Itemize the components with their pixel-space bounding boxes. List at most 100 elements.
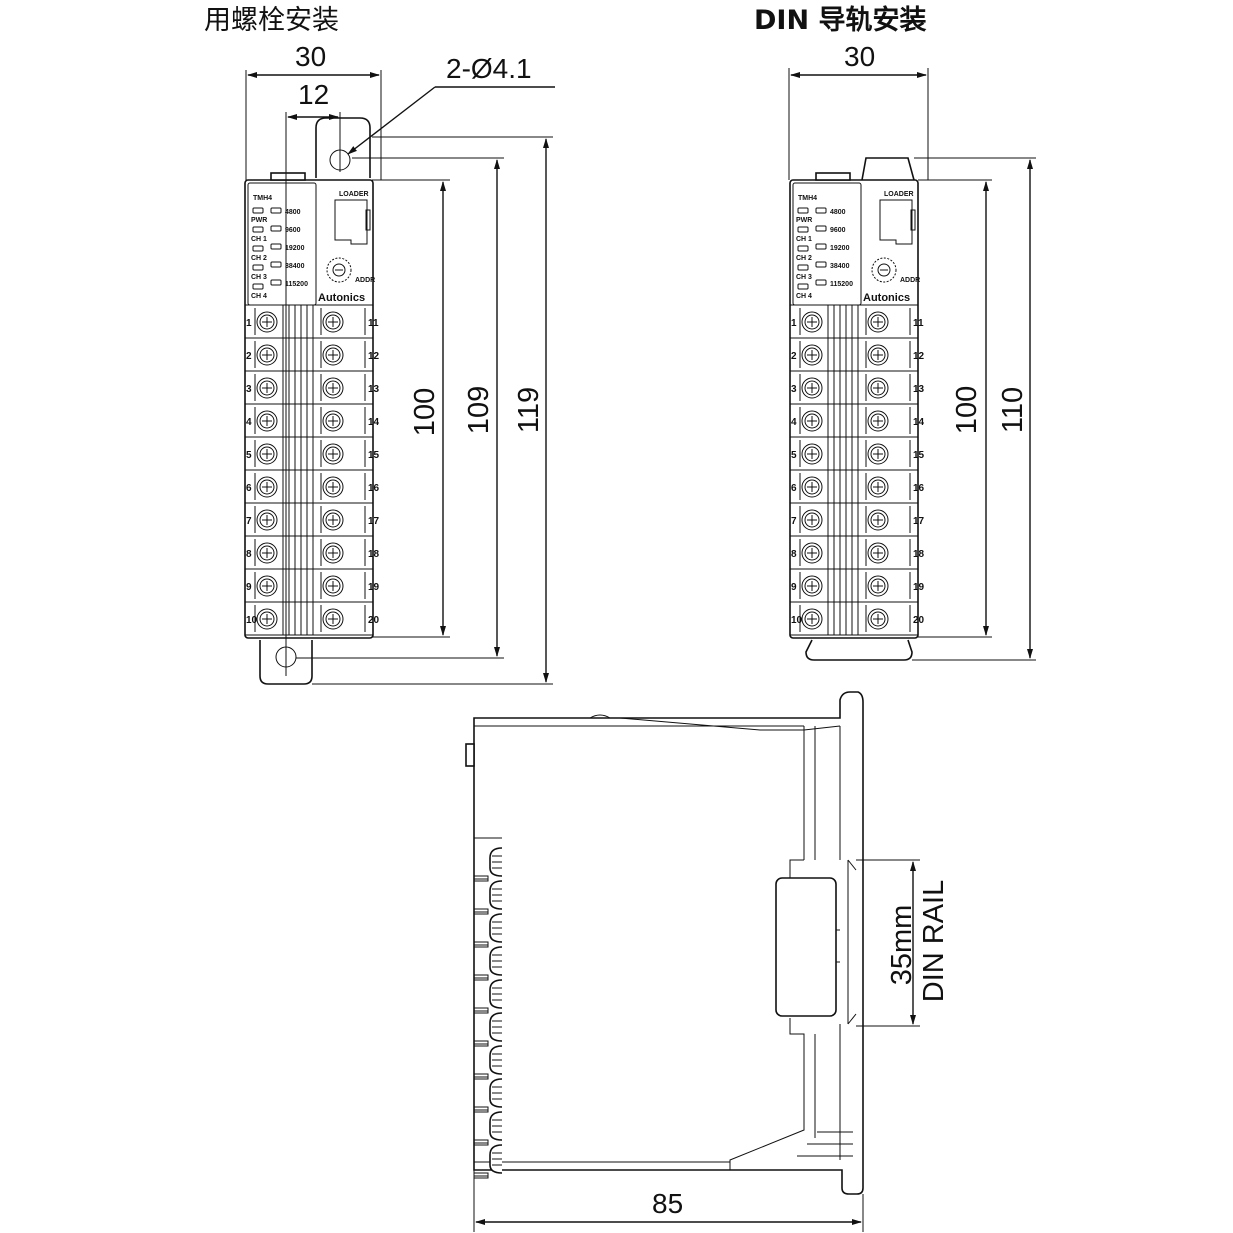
din-led xyxy=(797,283,809,290)
din-baud-label: 115200 xyxy=(830,281,853,288)
bolt-terminal-screw[interactable] xyxy=(322,410,344,432)
bolt-led xyxy=(252,283,264,290)
bolt-terminal-screw[interactable] xyxy=(256,476,278,498)
bolt-terminal-screw[interactable] xyxy=(322,377,344,399)
din-terminal-screw[interactable] xyxy=(867,443,889,465)
bolt-model-label: TMH4 xyxy=(253,195,272,202)
din-terminal-screw[interactable] xyxy=(867,542,889,564)
bolt-terminal-screw[interactable] xyxy=(322,476,344,498)
bolt-terminal-screw[interactable] xyxy=(256,542,278,564)
bolt-led-label: CH 1 xyxy=(251,236,267,243)
bolt-terminal-screw[interactable] xyxy=(322,608,344,630)
din-terminal-label: 8 xyxy=(791,549,797,560)
din-address-switch[interactable] xyxy=(871,257,897,283)
din-led-label: CH 4 xyxy=(796,293,812,300)
bolt-terminal-label: 5 xyxy=(246,450,252,461)
din-terminal-screw[interactable] xyxy=(867,575,889,597)
dim-hole-offset: 12 xyxy=(298,79,329,110)
din-terminal-screw[interactable] xyxy=(801,344,823,366)
din-baud-label: 9600 xyxy=(830,227,846,234)
din-led-label: PWR xyxy=(796,217,812,224)
bolt-terminal-label: 10 xyxy=(246,615,258,626)
din-terminal-screw[interactable] xyxy=(801,410,823,432)
din-terminal-screw[interactable] xyxy=(867,509,889,531)
bolt-terminal-screw[interactable] xyxy=(322,443,344,465)
bolt-terminal-screw[interactable] xyxy=(322,311,344,333)
din-housing xyxy=(789,179,919,639)
bolt-baud-led xyxy=(270,243,282,250)
din-loader-port[interactable] xyxy=(879,199,913,245)
din-baud-led xyxy=(815,243,827,250)
bolt-terminal-label: 18 xyxy=(368,549,380,560)
din-terminal-screw[interactable] xyxy=(867,476,889,498)
din-terminal-screw[interactable] xyxy=(801,377,823,399)
bolt-terminal-screw[interactable] xyxy=(256,443,278,465)
din-terminal-screw[interactable] xyxy=(801,509,823,531)
din-terminal-screw[interactable] xyxy=(867,410,889,432)
bolt-baud-label: 19200 xyxy=(285,245,305,252)
bolt-loader-port[interactable] xyxy=(334,199,368,245)
bolt-baud-label: 115200 xyxy=(285,281,308,288)
bolt-terminal-label: 1 xyxy=(246,318,252,329)
bolt-terminal-screw[interactable] xyxy=(256,377,278,399)
bolt-terminal-screw[interactable] xyxy=(322,344,344,366)
bolt-switch-label: ADDR xyxy=(355,277,375,284)
dim-total-height: 119 xyxy=(513,387,545,433)
din-terminal-screw[interactable] xyxy=(801,476,823,498)
din-terminal-label: 11 xyxy=(913,318,924,329)
bolt-terminal-screw[interactable] xyxy=(256,575,278,597)
din-led xyxy=(797,207,809,214)
din-led xyxy=(797,226,809,233)
din-terminal-label: 4 xyxy=(791,417,797,428)
din-terminal-screw[interactable] xyxy=(867,608,889,630)
din-terminal-screw[interactable] xyxy=(801,542,823,564)
bolt-terminal-screw[interactable] xyxy=(256,410,278,432)
din-bottom-clip xyxy=(805,639,913,661)
bolt-terminal-screw[interactable] xyxy=(256,509,278,531)
din-terminal-screw[interactable] xyxy=(801,443,823,465)
dim-body-height: 100 xyxy=(409,388,441,436)
din-terminal-screw[interactable] xyxy=(801,575,823,597)
din-terminal-screw[interactable] xyxy=(867,377,889,399)
bolt-address-switch[interactable] xyxy=(326,257,352,283)
din-terminal-screw[interactable] xyxy=(867,311,889,333)
din-terminal-screw[interactable] xyxy=(801,608,823,630)
bolt-led-label: CH 2 xyxy=(251,255,267,262)
bolt-terminal-label: 7 xyxy=(246,516,252,527)
din-baud-led xyxy=(815,279,827,286)
din-terminal-screw[interactable] xyxy=(867,344,889,366)
bolt-terminal-label: 9 xyxy=(246,582,252,593)
bolt-baud-led xyxy=(270,207,282,214)
hole-spec-leader xyxy=(347,86,436,155)
din-terminal-label: 6 xyxy=(791,483,797,494)
bolt-terminal-label: 2 xyxy=(246,351,252,362)
bolt-terminal-label: 11 xyxy=(368,318,379,329)
bolt-terminal-screw[interactable] xyxy=(322,542,344,564)
bolt-baud-led xyxy=(270,279,282,286)
bolt-baud-label: 38400 xyxy=(285,263,305,270)
bolt-terminal-label: 6 xyxy=(246,483,252,494)
din-terminal-label: 2 xyxy=(791,351,797,362)
din-terminal-label: 20 xyxy=(913,615,925,626)
bolt-baud-led xyxy=(270,225,282,232)
din-terminal-label: 18 xyxy=(913,549,925,560)
bolt-terminal-screw[interactable] xyxy=(256,608,278,630)
bolt-terminal-screw[interactable] xyxy=(256,311,278,333)
din-led xyxy=(797,264,809,271)
bolt-terminal-label: 13 xyxy=(368,384,380,395)
bolt-terminal-screw[interactable] xyxy=(322,509,344,531)
din-baud-led xyxy=(815,261,827,268)
bolt-led xyxy=(252,207,264,214)
din-baud-label: 38400 xyxy=(830,263,850,270)
bolt-terminal-label: 14 xyxy=(368,417,380,428)
din-switch-label: ADDR xyxy=(900,277,920,284)
bolt-baud-label: 4800 xyxy=(285,209,301,216)
din-terminal-label: 7 xyxy=(791,516,797,527)
bolt-terminal-screw[interactable] xyxy=(256,344,278,366)
bolt-terminal-screw[interactable] xyxy=(322,575,344,597)
din-terminal-label: 14 xyxy=(913,417,925,428)
din-led-label: CH 1 xyxy=(796,236,812,243)
din-terminal-screw[interactable] xyxy=(801,311,823,333)
